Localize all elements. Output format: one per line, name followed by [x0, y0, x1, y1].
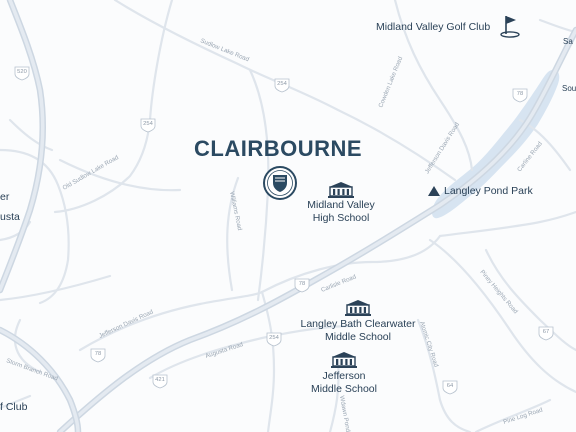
svg-text:254: 254	[277, 81, 287, 87]
svg-text:254: 254	[143, 121, 153, 127]
triangle-icon	[428, 186, 440, 196]
route-shield: 67	[538, 326, 554, 341]
partial-label: usta	[0, 211, 20, 223]
svg-text:64: 64	[447, 383, 454, 389]
road-label: Augusta Road	[204, 341, 244, 360]
svg-text:78: 78	[517, 91, 523, 97]
middle-school-label[interactable]: Langley Bath Clearwater Middle School	[290, 318, 426, 344]
route-shield: 78	[512, 88, 528, 103]
route-shields: 520 254 254 78 78 421	[14, 66, 554, 395]
svg-text:254: 254	[269, 335, 279, 341]
svg-text:421: 421	[155, 377, 165, 383]
route-shield: 254	[140, 118, 156, 133]
route-shield: 421	[152, 374, 168, 389]
road-label: Jefferson Davis Road	[424, 121, 462, 175]
svg-text:67: 67	[543, 329, 549, 335]
road-label: Cowden Lake Road	[377, 55, 404, 109]
school-building-icon	[328, 182, 354, 198]
school-building-icon	[331, 352, 357, 368]
high-school-label[interactable]: Midland Valley High School	[298, 199, 384, 225]
partial-label: er	[0, 191, 10, 203]
svg-text:78: 78	[299, 281, 305, 287]
school-name-line1: Langley Bath Clearwater	[300, 318, 416, 330]
route-shield: 64	[442, 380, 458, 395]
road-label: Pine Log Road	[502, 406, 544, 425]
school-name-line1: Jefferson	[322, 370, 366, 382]
partial-label: Sou	[562, 84, 576, 93]
route-shield: 520	[14, 66, 30, 81]
school-name-line2: Middle School	[311, 383, 377, 395]
route-shield: 254	[274, 78, 290, 93]
road-label: Jefferson Davis Road	[98, 308, 155, 340]
golf-club-label[interactable]: Midland Valley Golf Club	[376, 21, 491, 33]
road-label: Old Sudlow Lake Road	[62, 154, 121, 192]
community-title: CLAIRBOURNE	[194, 136, 363, 161]
partial-label: f Club	[0, 401, 28, 413]
route-shield: 254	[266, 332, 282, 347]
golf-flag-icon[interactable]	[500, 14, 522, 38]
partial-label: Sa	[563, 37, 573, 46]
svg-text:520: 520	[17, 69, 27, 75]
langley-pond	[432, 69, 560, 219]
school-name-line2: Middle School	[325, 331, 391, 343]
road-label: Wdawn Pond Rd	[338, 395, 353, 432]
school-name-line1: Midland Valley	[307, 199, 375, 211]
svg-text:78: 78	[95, 351, 101, 357]
school-building-icon	[345, 300, 371, 316]
shield-emblem-icon[interactable]	[261, 164, 299, 202]
langley-pond-park-label[interactable]: Langley Pond Park	[444, 185, 533, 197]
route-shield: 78	[294, 278, 310, 293]
jefferson-school-label[interactable]: Jefferson Middle School	[300, 370, 388, 396]
route-shield: 78	[90, 348, 106, 363]
school-name-line2: High School	[312, 212, 370, 224]
